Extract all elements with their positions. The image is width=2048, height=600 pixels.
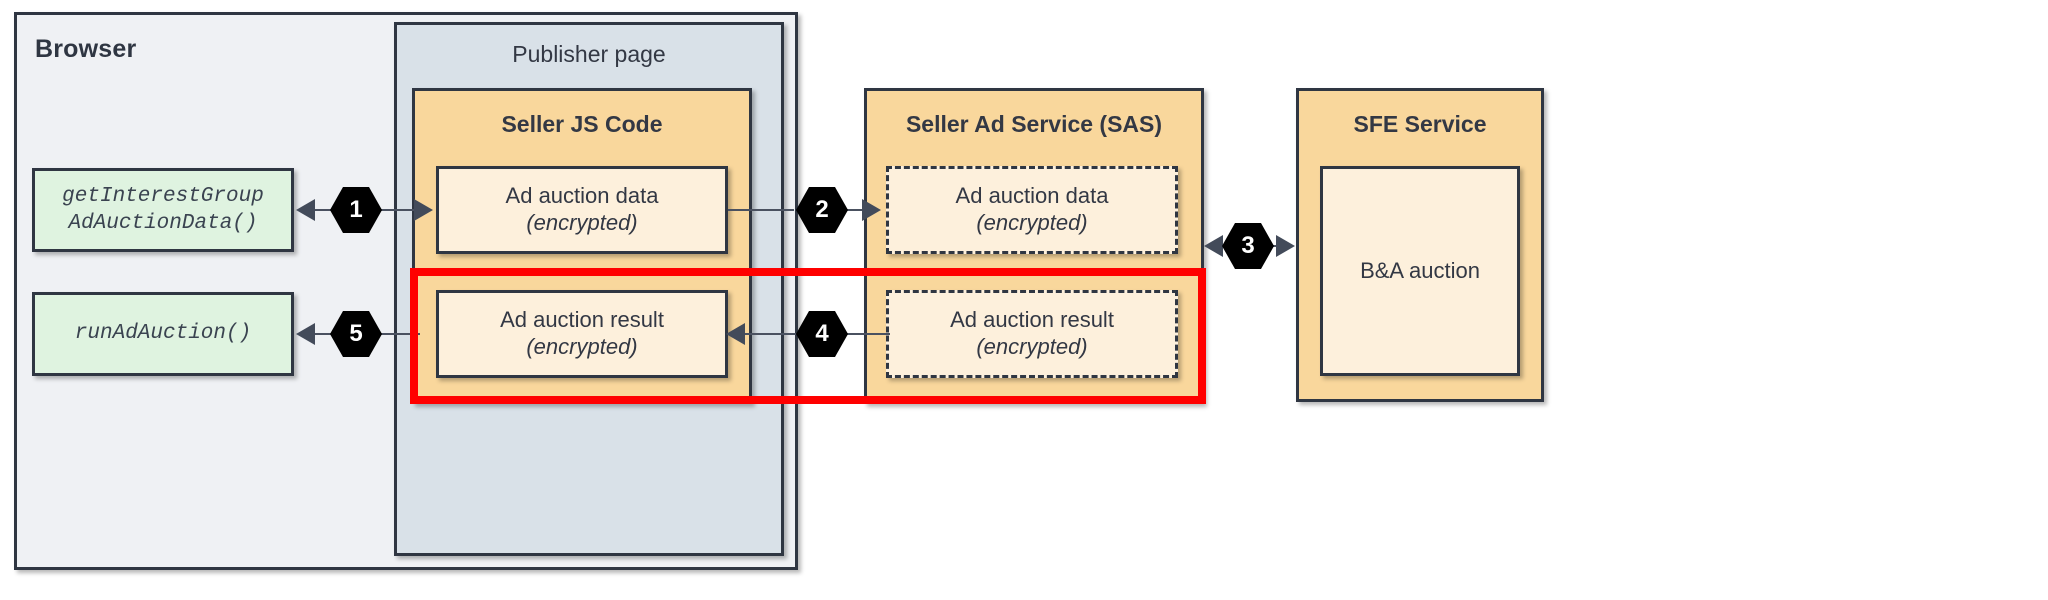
connector-2-left <box>728 209 794 211</box>
card-sub-text: (encrypted) <box>526 210 638 235</box>
card-main-text: Ad auction data <box>955 183 1109 209</box>
arrow-head-2-icon <box>862 199 881 221</box>
arrow-head-4-icon <box>726 323 745 345</box>
connector-4-left <box>744 333 796 335</box>
publisher-page-label: Publisher page <box>512 41 666 67</box>
api-box-run-ad-auction: runAdAuction() <box>32 292 294 376</box>
arrow-head-5-icon <box>296 323 315 345</box>
api-box-get-interest-group-ad-auction-data: getInterestGroup AdAuctionData() <box>32 168 294 252</box>
step-badge-3: 3 <box>1222 223 1274 269</box>
step-badge-2: 2 <box>796 187 848 233</box>
connector-2-right <box>846 209 868 211</box>
step-badge-4: 4 <box>796 311 848 357</box>
arrow-head-1-left-icon <box>296 199 315 221</box>
card-sub-text: (encrypted) <box>526 334 638 359</box>
card-sub-text: (encrypted) <box>976 210 1088 235</box>
arrow-head-1-right-icon <box>414 199 433 221</box>
arrow-head-3-right-icon <box>1276 235 1295 257</box>
seller-ad-service-title: Seller Ad Service (SAS) <box>905 111 1163 137</box>
connector-5-left <box>314 333 342 335</box>
sas-ad-auction-data-card: Ad auction data (encrypted) <box>886 166 1178 254</box>
seller-js-ad-auction-data-card: Ad auction data (encrypted) <box>436 166 728 254</box>
sas-ad-auction-result-card: Ad auction result (encrypted) <box>886 290 1178 378</box>
arrow-head-3-left-icon <box>1204 235 1223 257</box>
connector-4-right <box>846 333 890 335</box>
seller-js-ad-auction-result-card: Ad auction result (encrypted) <box>436 290 728 378</box>
sfe-bna-auction-card: B&A auction <box>1320 166 1520 376</box>
seller-js-code-title: Seller JS Code <box>501 111 663 137</box>
card-sub-text: (encrypted) <box>976 334 1088 359</box>
browser-panel-label: Browser <box>35 35 137 63</box>
connector-5-right <box>374 333 420 335</box>
connector-1-left <box>314 209 342 211</box>
card-main-text: B&A auction <box>1360 257 1480 283</box>
sfe-service-title: SFE Service <box>1353 111 1487 137</box>
card-main-text: Ad auction result <box>500 307 664 333</box>
card-main-text: Ad auction data <box>505 183 659 209</box>
connector-1-right <box>374 209 420 211</box>
card-main-text: Ad auction result <box>950 307 1114 333</box>
